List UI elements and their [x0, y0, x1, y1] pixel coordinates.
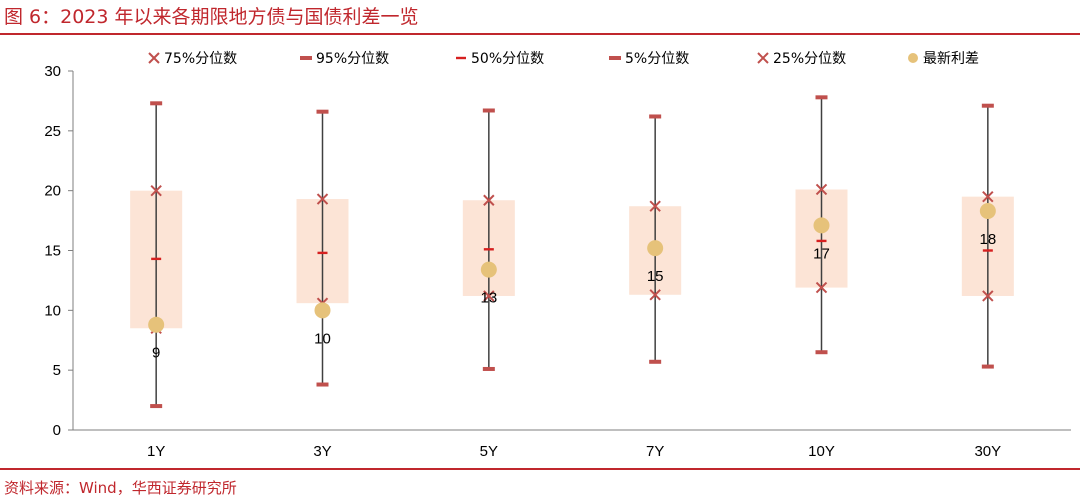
legend-item: 50%分位数 [456, 51, 544, 67]
p95-marker [981, 103, 994, 108]
p25-marker [649, 289, 661, 301]
p75-marker [483, 194, 495, 206]
legend-item: 最新利差 [908, 51, 979, 67]
plot-area: 9 10 13 15 17 18 [130, 95, 1014, 409]
p25-marker [815, 281, 828, 294]
legend-label: 75%分位数 [164, 51, 237, 67]
p95-marker [649, 114, 662, 119]
y-tick-label: 0 [53, 422, 61, 439]
latest-spread-point [480, 261, 497, 278]
p5-marker [649, 359, 662, 364]
p75-marker [150, 184, 162, 197]
y-axis: 0 5 10 15 20 25 30 [44, 63, 74, 439]
y-tick-label: 30 [44, 63, 61, 80]
p5-marker [316, 382, 329, 387]
legend-dash-icon [456, 56, 466, 60]
p75-marker [316, 193, 329, 205]
x-tick-label: 30Y [974, 443, 1001, 460]
x-tick-label: 5Y [480, 443, 498, 460]
p75-marker [815, 183, 828, 196]
legend-label: 5%分位数 [625, 51, 689, 67]
data-label: 15 [647, 268, 664, 285]
p50-marker [816, 239, 827, 243]
source-note: 资料来源：Wind，华西证券研究所 [4, 479, 237, 497]
legend-label: 95%分位数 [316, 51, 389, 67]
latest-spread-point [314, 302, 331, 319]
legend-dot-icon [908, 53, 918, 63]
legend-bar-icon [300, 56, 312, 60]
y-tick-label: 15 [44, 243, 61, 260]
box-group-30y: 18 [961, 103, 1014, 369]
p50-marker [317, 251, 328, 255]
box-group-10y: 17 [795, 95, 848, 355]
p50-marker [151, 257, 162, 261]
title-divider [0, 33, 1080, 35]
p50-marker [483, 248, 494, 251]
p5-marker [482, 366, 495, 371]
y-tick-label: 10 [44, 302, 61, 319]
box-group-1y: 9 [130, 101, 183, 409]
legend-x-icon [148, 52, 160, 64]
latest-spread-point [979, 203, 996, 220]
legend-label: 50%分位数 [471, 51, 544, 67]
source-divider [0, 468, 1080, 470]
data-label: 10 [314, 330, 331, 347]
p5-marker [981, 364, 994, 369]
x-tick-label: 10Y [808, 443, 835, 460]
x-tick-label: 3Y [313, 443, 331, 460]
x-tick-label: 1Y [147, 443, 165, 460]
legend-label: 25%分位数 [773, 51, 846, 67]
p95-marker [815, 95, 828, 100]
p95-marker [482, 108, 495, 113]
p95-marker [316, 109, 329, 114]
legend-x-icon [757, 52, 769, 64]
box-group-7y: 15 [629, 114, 682, 364]
p25-marker [483, 290, 495, 302]
p5-marker [815, 350, 828, 355]
data-label: 17 [813, 245, 830, 262]
legend-item: 25%分位数 [757, 51, 846, 67]
legend-bar-icon [609, 56, 621, 60]
data-label: 13 [480, 290, 497, 307]
latest-spread-point [148, 316, 165, 333]
p75-marker [982, 190, 994, 203]
box-group-3y: 10 [296, 109, 349, 387]
chart-legend: 75%分位数 95%分位数 50%分位数 5%分位数 25%分位数 最新利差 [148, 51, 979, 67]
y-tick-label: 25 [44, 123, 61, 140]
p75-marker [649, 200, 661, 212]
legend-item: 5%分位数 [609, 51, 689, 67]
x-axis: 1Y 3Y 5Y 7Y 10Y 30Y [73, 429, 1071, 460]
legend-label: 最新利差 [923, 51, 979, 67]
figure-title: 图 6：2023 年以来各期限地方债与国债利差一览 [4, 6, 419, 28]
data-label: 9 [152, 345, 160, 362]
y-tick-label: 5 [53, 362, 61, 379]
data-label: 18 [979, 231, 996, 248]
box-group-5y: 13 [462, 108, 515, 371]
p95-marker [150, 101, 163, 106]
legend-item: 75%分位数 [148, 51, 237, 67]
p5-marker [150, 404, 163, 409]
y-tick-label: 20 [44, 183, 61, 200]
latest-spread-point [647, 240, 664, 257]
legend-item: 95%分位数 [300, 51, 389, 67]
latest-spread-point [813, 217, 830, 234]
x-tick-label: 7Y [646, 443, 664, 460]
p25-marker [982, 290, 994, 302]
p50-marker [982, 249, 993, 252]
box-chart: 75%分位数 95%分位数 50%分位数 5%分位数 25%分位数 最新利差 0 5 10 15… [44, 51, 1071, 460]
